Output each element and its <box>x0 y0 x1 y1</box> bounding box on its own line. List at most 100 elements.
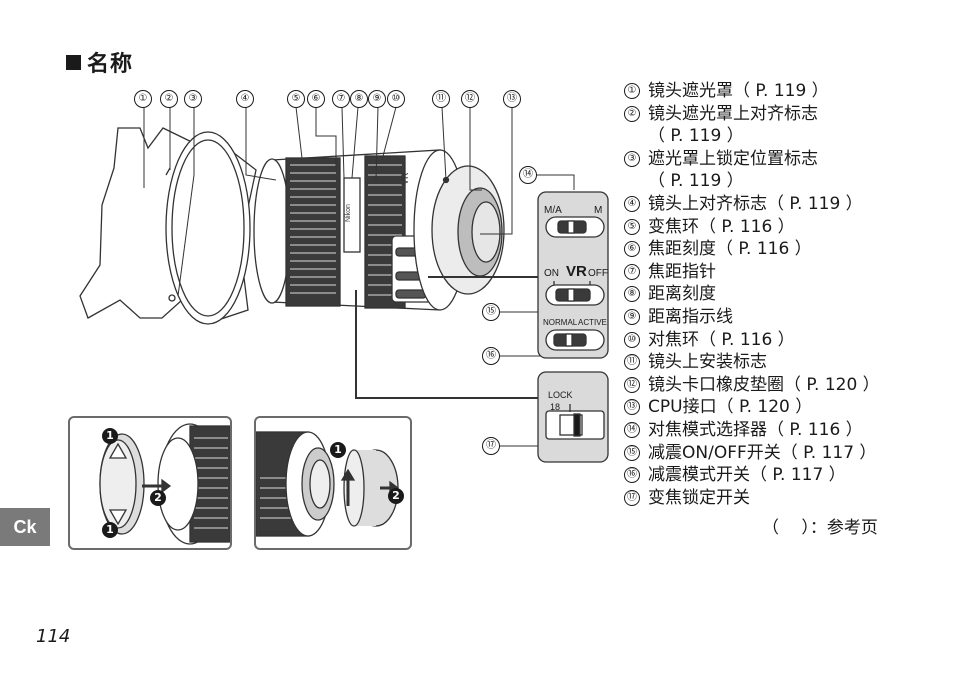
callout-6: ⑥ <box>307 90 325 108</box>
on-label: ON <box>544 268 559 279</box>
square-bullet-icon <box>66 55 81 70</box>
callout-13: ⑬ <box>503 90 521 108</box>
legend-number: ⑯ <box>624 467 640 484</box>
legend-number: ④ <box>624 195 640 212</box>
lens-body <box>253 149 505 311</box>
section-title: 名称 <box>66 46 133 78</box>
callout-2: ② <box>160 90 178 108</box>
legend-text: CPU接口（ P. 120 ） <box>648 397 813 418</box>
cap-step-1-badge-lower: 1 <box>102 522 118 538</box>
legend-text: 变焦环（ P. 116 ） <box>648 216 795 237</box>
callout-17: ⑰ <box>482 437 500 455</box>
callout-1: ① <box>134 90 152 108</box>
front-cap-panel: 1 2 1 <box>68 416 232 550</box>
legend-continuation: （ P. 119 ） <box>648 126 744 147</box>
callout-14: ⑭ <box>519 166 537 184</box>
legend-number: ⑤ <box>624 218 640 235</box>
section-title-text: 名称 <box>87 52 134 77</box>
legend-text: 对焦模式选择器（ P. 116 ） <box>648 419 863 440</box>
legend-number: ③ <box>624 150 640 167</box>
legend-text: 焦距刻度（ P. 116 ） <box>648 239 812 260</box>
legend-text: 镜头遮光罩（ P. 119 ） <box>648 81 829 101</box>
rear-cap-step-2-badge: 2 <box>388 488 404 504</box>
legend-item: ⑨ 距离指示线 <box>624 306 944 329</box>
legend-number: ⑥ <box>624 241 640 258</box>
legend-text: 减震ON/OFF开关（ P. 117 ） <box>648 442 877 463</box>
active-label: ACTIVE <box>578 318 607 327</box>
legend-text: 变焦锁定开关 <box>648 487 750 508</box>
vr-label: VR <box>566 263 587 280</box>
lock-number-label: 18 <box>550 402 560 412</box>
legend-number: ⑨ <box>624 308 640 325</box>
lens-nikon-mark: Nikon <box>345 204 352 222</box>
legend-item: ② 镜头遮光罩上对齐标志 <box>624 103 944 126</box>
legend-item: ⑥ 焦距刻度（ P. 116 ） <box>624 238 944 261</box>
cap-step-2-badge: 2 <box>150 490 166 506</box>
ma-label: M/A <box>544 205 562 216</box>
legend-text: 镜头上安装标志 <box>648 352 767 373</box>
legend-continuation: （ P. 119 ） <box>648 171 744 192</box>
legend-text: 距离指示线 <box>648 306 733 327</box>
legend-text: 减震模式开关（ P. 117 ） <box>648 465 846 486</box>
legend-item: ③ 遮光罩上锁定位置标志 <box>624 148 944 171</box>
legend-item: ⑩ 对焦环（ P. 116 ） <box>624 329 944 352</box>
rear-cap-illustration <box>256 431 400 537</box>
callout-leaders <box>143 106 575 447</box>
off-label: OFF <box>588 268 608 279</box>
legend-number: ⑫ <box>624 376 640 393</box>
legend-item: ⑪ 镜头上安装标志 <box>624 351 944 374</box>
legend-number: ⑮ <box>624 444 640 461</box>
legend-number: ⑧ <box>624 286 640 303</box>
legend-text: 镜头上对齐标志（ P. 119 ） <box>648 193 863 214</box>
legend-item: ⑯ 减震模式开关（ P. 117 ） <box>624 464 944 487</box>
legend-text: 对焦环（ P. 116 ） <box>648 329 795 350</box>
callout-10: ⑩ <box>387 90 405 108</box>
lens-vr-mark: VR <box>400 172 410 185</box>
callout-8: ⑧ <box>350 90 368 108</box>
callout-12: ⑫ <box>461 90 479 108</box>
m-label: M <box>594 205 602 216</box>
lens-hood <box>79 127 257 325</box>
cap-step-1-badge: 1 <box>102 428 118 444</box>
legend-number: ② <box>624 105 640 122</box>
legend-text: 镜头卡口橡皮垫圈（ P. 120 ） <box>648 374 880 395</box>
callout-11: ⑪ <box>432 90 450 108</box>
legend-text: 遮光罩上锁定位置标志 <box>648 148 818 169</box>
legend-number: ⑦ <box>624 263 640 280</box>
legend-number: ⑩ <box>624 331 640 348</box>
front-cap-illustration <box>99 423 230 545</box>
callout-4: ④ <box>236 90 254 108</box>
legend-number: ⑪ <box>624 354 640 371</box>
switch-panel-group <box>537 191 609 463</box>
callout-7: ⑦ <box>332 90 350 108</box>
legend-item: ⑤ 变焦环（ P. 116 ） <box>624 216 944 239</box>
rear-cap-panel: 1 2 <box>254 416 412 550</box>
callout-3: ③ <box>184 90 202 108</box>
legend-text: 镜头遮光罩上对齐标志 <box>648 103 818 124</box>
legend-item: ④ 镜头上对齐标志（ P. 119 ） <box>624 193 944 216</box>
legend-number: ⑰ <box>624 489 640 506</box>
normal-label: NORMAL <box>543 318 578 327</box>
legend-item: ⑫ 镜头卡口橡皮垫圈（ P. 120 ） <box>624 374 944 397</box>
legend-item: ⑦ 焦距指针 <box>624 261 944 284</box>
legend-number: ⑭ <box>624 421 640 438</box>
reference-page-note: （ ）：参考页 <box>762 518 878 538</box>
callout-15: ⑮ <box>482 303 500 321</box>
legend-number: ① <box>624 83 640 99</box>
callout-5: ⑤ <box>287 90 305 108</box>
legend-item: ⑰ 变焦锁定开关 <box>624 487 944 510</box>
callout-9: ⑨ <box>368 90 386 108</box>
legend-item: ① 镜头遮光罩（ P. 119 ） <box>624 80 944 103</box>
legend-item: ⑭ 对焦模式选择器（ P. 116 ） <box>624 419 944 442</box>
legend-text: 焦距指针 <box>648 261 716 282</box>
callout-16: ⑯ <box>482 347 500 365</box>
legend-item: ⑬ CPU接口（ P. 120 ） <box>624 396 944 419</box>
rear-cap-step-1-badge: 1 <box>330 442 346 458</box>
page-number: 114 <box>36 626 71 647</box>
legend-item: ⑮ 减震ON/OFF开关（ P. 117 ） <box>624 442 944 465</box>
lock-label: LOCK <box>548 390 573 400</box>
legend-number: ⑬ <box>624 399 640 416</box>
